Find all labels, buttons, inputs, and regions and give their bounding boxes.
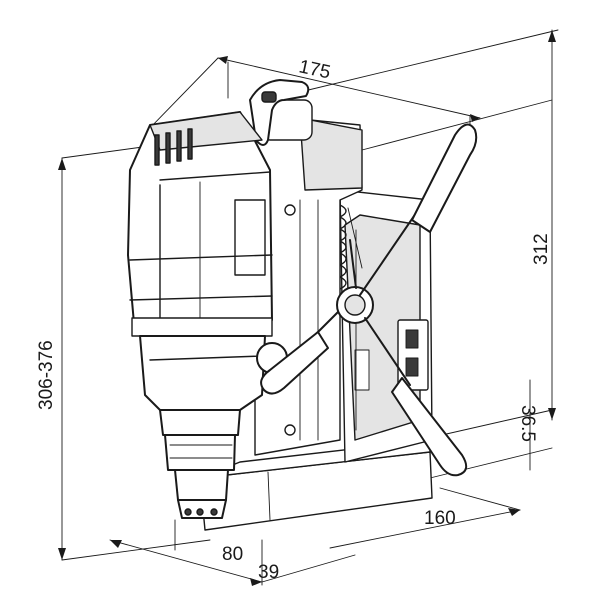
dim-base-depth: 160: [424, 508, 456, 529]
motor-housing: [127, 111, 273, 337]
dim-height-right: 312: [531, 233, 552, 265]
gearbox-spindle: [139, 335, 288, 519]
dim-height-left: 306-376: [36, 340, 57, 410]
dim-bottom-b: 39: [258, 562, 279, 583]
dim-base-height: 36.5: [517, 405, 538, 442]
dim-width-top: 175: [297, 56, 332, 83]
dim-bottom-a: 80: [222, 544, 243, 565]
drill-column: [339, 189, 433, 463]
feed-handles: [260, 123, 478, 477]
